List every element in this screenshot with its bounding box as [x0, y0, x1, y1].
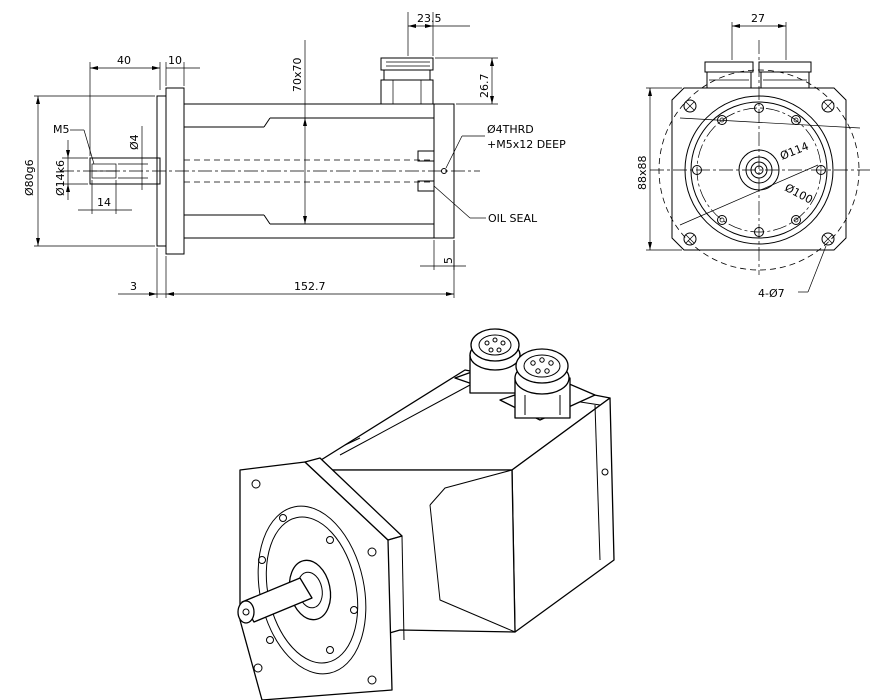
flange [156, 87, 185, 255]
dim-shaft-length: 40 [117, 54, 131, 67]
shaft [89, 157, 161, 185]
front-view: Ø114 Ø100 27 88x88 4-Ø7 [636, 12, 870, 300]
iso-connector-1 [469, 328, 521, 394]
dim-connector-height: 26.7 [478, 74, 491, 99]
dim-body-section: 70x70 [291, 57, 304, 92]
dim-key-width: Ø4 [128, 134, 141, 150]
note-hole-line2: +M5x12 DEEP [487, 138, 566, 151]
dim-pilot: Ø80g6 [23, 159, 36, 196]
dim-spigot: 3 [130, 280, 137, 293]
dim-rear-offset: 5 [442, 257, 455, 264]
connector-side [380, 57, 434, 105]
note-hole-line1: Ø4THRD [487, 123, 534, 136]
dim-key-length: 14 [97, 196, 111, 209]
dim-connector-spacing: 27 [751, 12, 765, 25]
dim-pcd-inner: Ø100 [783, 181, 815, 206]
side-view: 40 10 23.5 70x70 26.7 M5 Ø4 [23, 12, 566, 298]
dim-mount-holes: 4-Ø7 [758, 287, 785, 300]
dim-flange-width: 10 [168, 54, 182, 67]
motor-body [184, 103, 455, 239]
note-oil-seal: OIL SEAL [488, 212, 538, 225]
connector-front [704, 61, 812, 89]
dim-shaft-dia: Ø14k6 [54, 160, 67, 196]
dim-connector-width: 23.5 [417, 12, 442, 25]
dim-pcd-outer: Ø114 [778, 140, 810, 163]
iso-connector-2 [514, 348, 571, 419]
mount-holes [683, 99, 835, 246]
isometric-view [237, 328, 615, 700]
dim-body-length: 152.7 [294, 280, 326, 293]
dim-flange-square: 88x88 [636, 155, 649, 190]
label-thread: M5 [53, 123, 70, 136]
flange-square [671, 87, 847, 251]
